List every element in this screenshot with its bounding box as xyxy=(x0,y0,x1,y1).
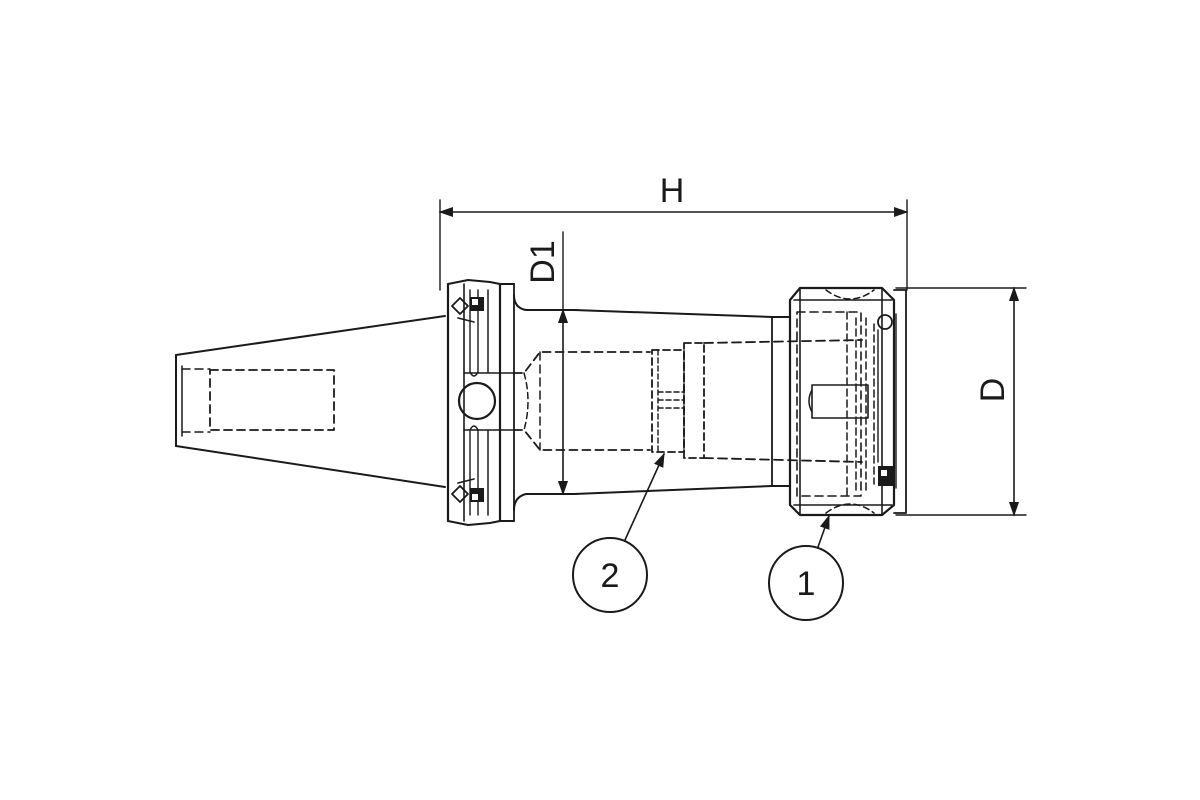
callout-1-label: 1 xyxy=(797,565,816,603)
callout-2 xyxy=(572,452,665,613)
flange xyxy=(446,279,575,526)
callout-2-label: 2 xyxy=(601,557,620,595)
taper-shank xyxy=(175,315,446,488)
dimension-d xyxy=(895,286,1027,517)
dimension-h xyxy=(438,199,909,291)
dimension-h-label: H xyxy=(660,172,685,210)
dimension-d1 xyxy=(551,231,579,496)
dimension-d1-label: D1 xyxy=(524,240,562,283)
dimension-d-label: D xyxy=(974,378,1012,403)
callout-1 xyxy=(768,514,844,621)
tool-body xyxy=(513,309,863,495)
collet-nut xyxy=(788,286,907,517)
